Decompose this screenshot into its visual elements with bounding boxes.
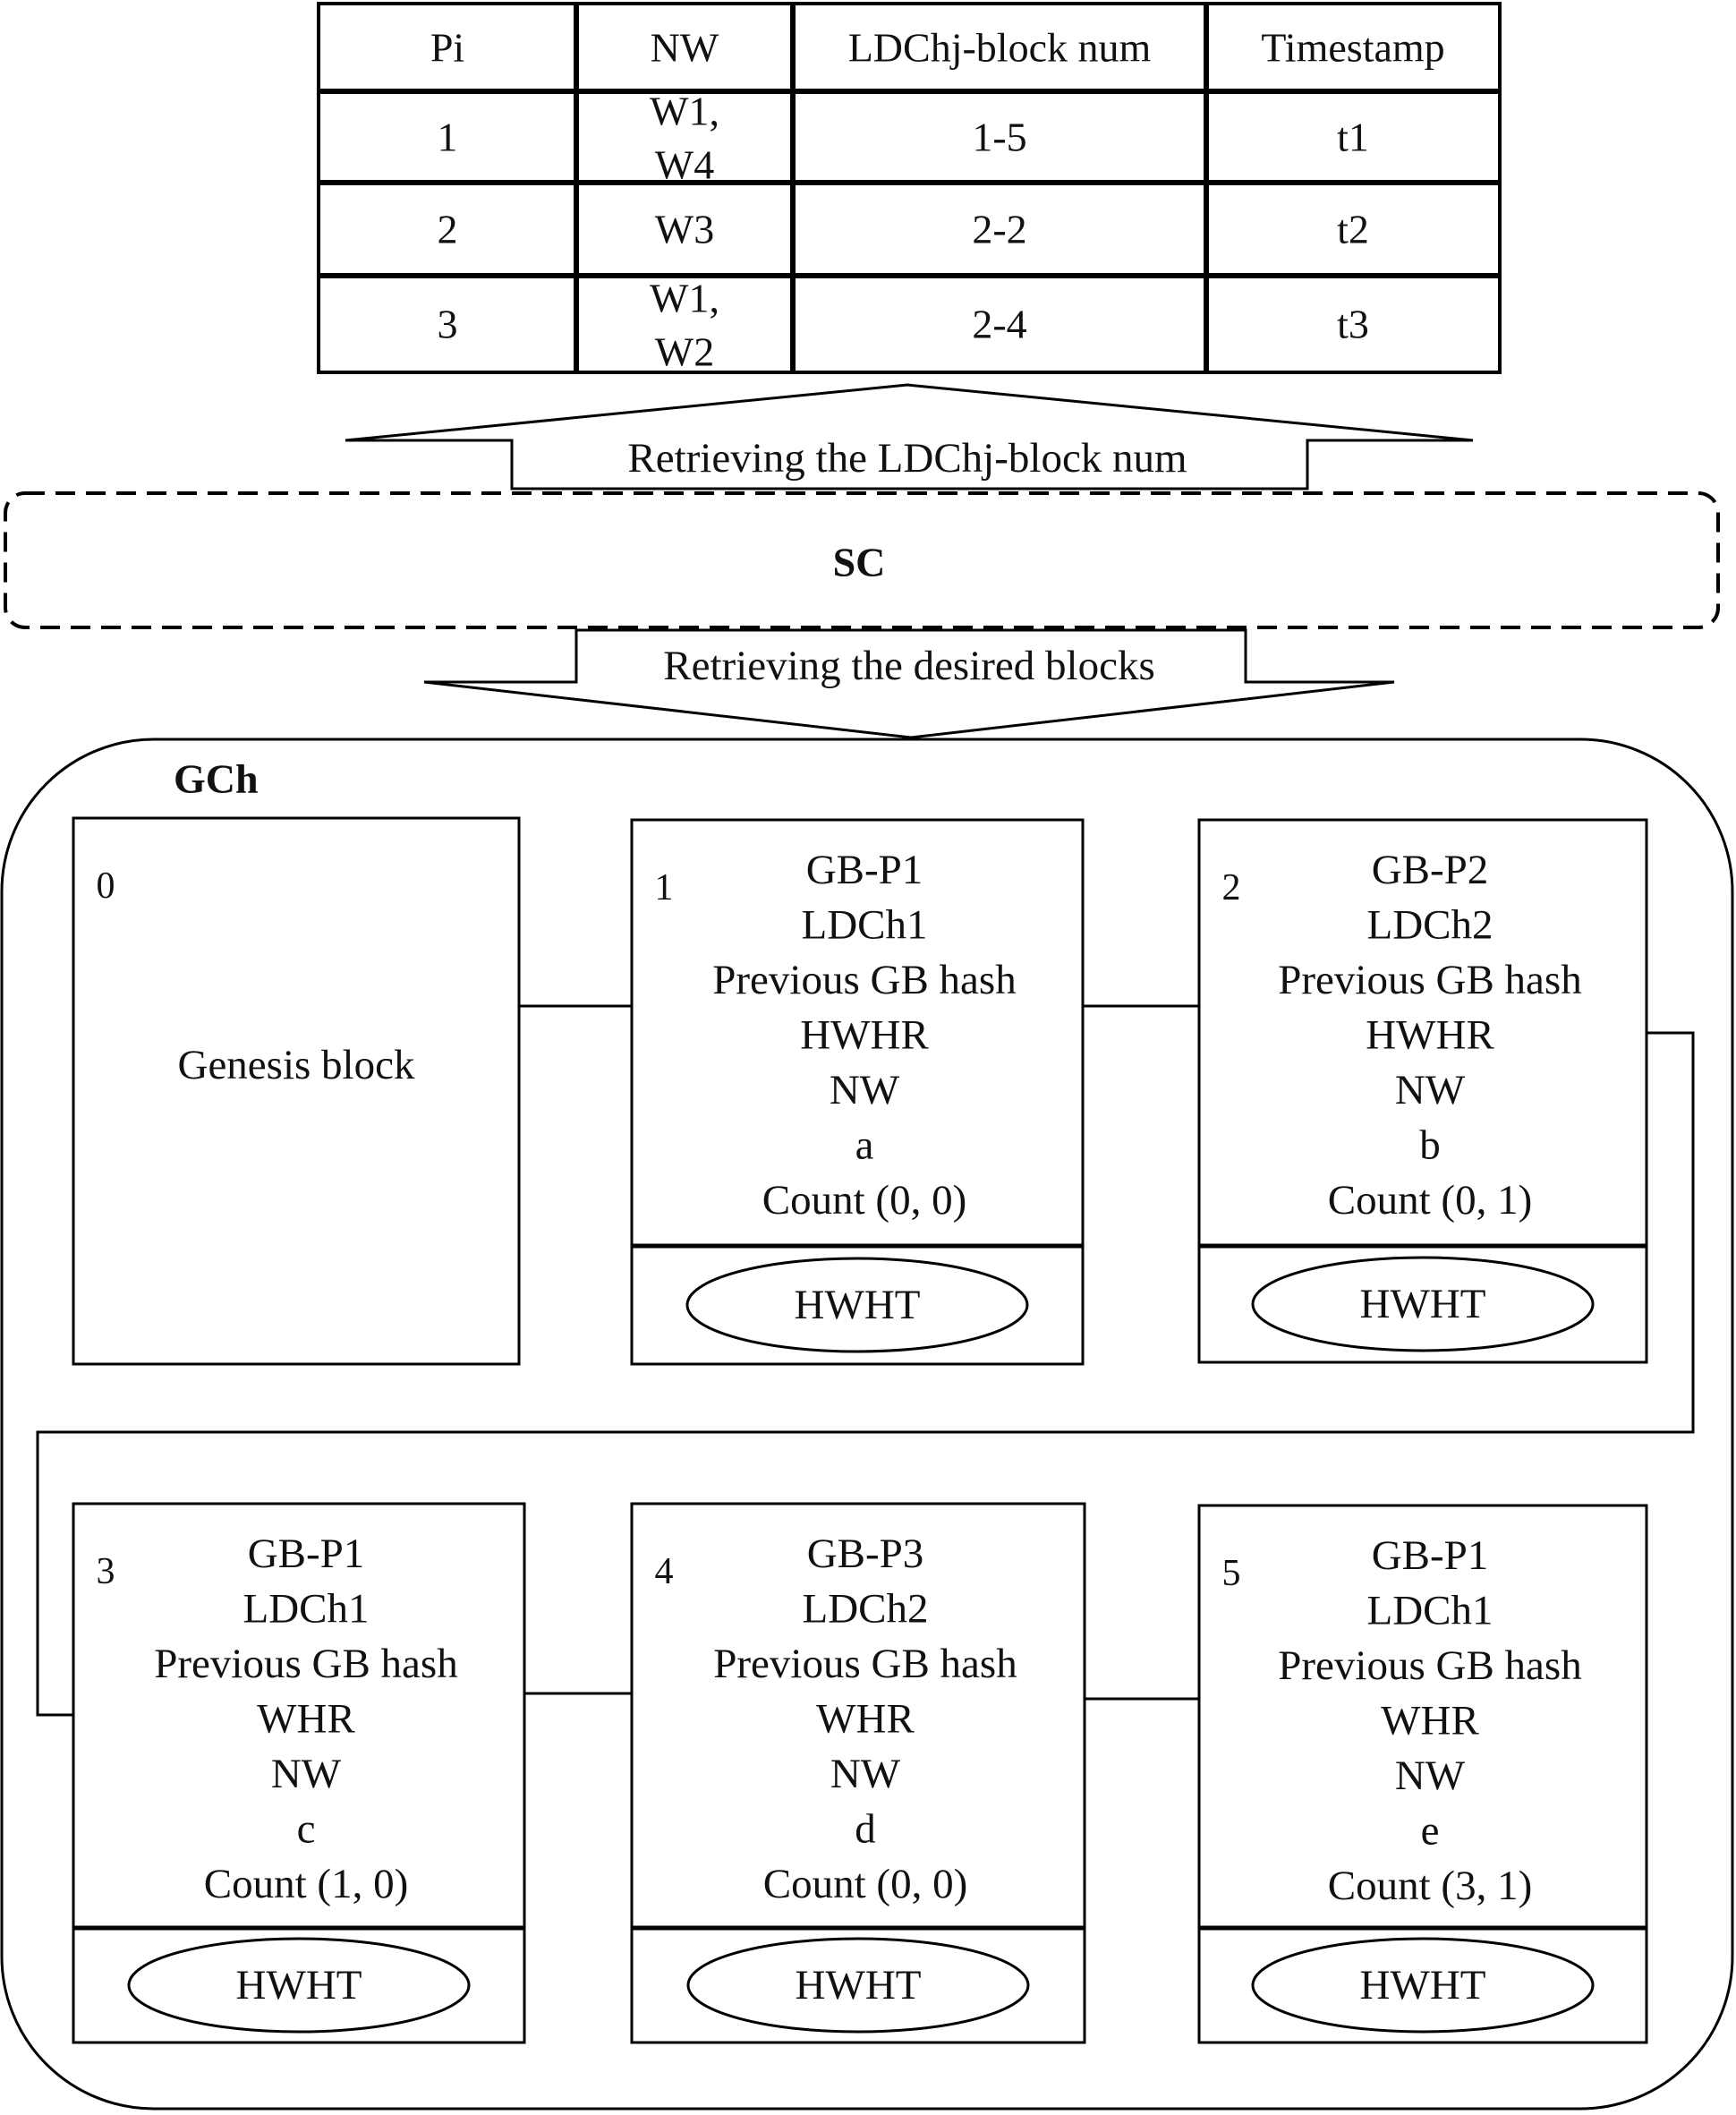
table-cell-timestamp: t3 bbox=[1337, 302, 1369, 347]
block-footer-label: HWHT bbox=[1360, 1281, 1486, 1327]
table-cell-block-num: 2-4 bbox=[972, 302, 1026, 347]
footer-ellipse bbox=[685, 1257, 1029, 1353]
block-number: 4 bbox=[655, 1551, 674, 1592]
block-text-line: b bbox=[1419, 1122, 1441, 1169]
sc-dashed-box bbox=[4, 491, 1720, 629]
arrow-up-label: Retrieving the LDChj-block num bbox=[627, 435, 1187, 482]
block-text-line: WHR bbox=[257, 1696, 355, 1743]
table-header-cell: Timestamp bbox=[1261, 25, 1444, 71]
retrieve-blocks-arrow: Retrieving the desired blocks bbox=[423, 628, 1395, 739]
block-box bbox=[72, 816, 521, 1366]
block-text-line: Previous GB hash bbox=[713, 1641, 1017, 1687]
block-text-line: GB-P2 bbox=[1372, 847, 1489, 893]
block-number: 2 bbox=[1222, 867, 1241, 908]
table-cell-nw: W3 bbox=[655, 207, 714, 252]
table-header-cell: Pi bbox=[430, 25, 464, 71]
table-cell-nw: W1, bbox=[650, 89, 719, 134]
footer-ellipse bbox=[686, 1937, 1030, 2034]
footer-ellipse bbox=[127, 1937, 471, 2034]
block-text-line: a bbox=[855, 1122, 874, 1169]
block-text-line: NW bbox=[830, 1751, 901, 1797]
table-cell-nw: W1, bbox=[650, 276, 719, 321]
block-text-line: e bbox=[1421, 1808, 1440, 1855]
block-text-line: NW bbox=[271, 1751, 342, 1797]
block-text: Genesis block bbox=[178, 1042, 415, 1088]
block-text-line: LDCh1 bbox=[1367, 1588, 1493, 1634]
block-link-line bbox=[36, 1031, 1695, 1717]
block-text-line: NW bbox=[1395, 1067, 1466, 1113]
block-text-line: Count (1, 0) bbox=[204, 1861, 408, 1907]
block-text-line: c bbox=[297, 1806, 316, 1853]
block-text-line: Count (0, 0) bbox=[763, 1861, 967, 1907]
footer-ellipse bbox=[1251, 1256, 1595, 1352]
gch-container: GCh bbox=[0, 738, 1734, 2111]
block-text-line: HWHR bbox=[800, 1012, 929, 1059]
block-footer-label: HWHT bbox=[795, 1282, 921, 1328]
block-text-line: LDCh1 bbox=[243, 1586, 370, 1633]
block-links bbox=[36, 1004, 1695, 1717]
block-number: 0 bbox=[97, 866, 115, 907]
block-footer-label: HWHT bbox=[1360, 1962, 1486, 2008]
block-text-line: WHR bbox=[1381, 1698, 1479, 1744]
block-text-line: HWHR bbox=[1366, 1012, 1494, 1059]
table-cell-timestamp: t1 bbox=[1337, 115, 1369, 160]
block-text-line: WHR bbox=[816, 1696, 915, 1743]
block-text-line: GB-P1 bbox=[1372, 1532, 1489, 1579]
footer-ellipse bbox=[1251, 1937, 1595, 2034]
gch-rounded-box bbox=[0, 738, 1734, 2111]
block-text-line: Previous GB hash bbox=[154, 1641, 457, 1687]
table-cell-pi: 2 bbox=[438, 207, 458, 252]
block-text-line: GB-P3 bbox=[807, 1531, 924, 1577]
arrow-down-label: Retrieving the desired blocks bbox=[663, 643, 1155, 689]
block-text-line: NW bbox=[830, 1067, 900, 1113]
block-number: 3 bbox=[97, 1551, 115, 1592]
table-cell-block-num: 1-5 bbox=[972, 115, 1026, 160]
block-text-line: Previous GB hash bbox=[1278, 1642, 1581, 1689]
table-cell-pi: 3 bbox=[438, 302, 458, 347]
block-text-line: LDCh2 bbox=[1367, 902, 1493, 949]
table-cell-nw: W2 bbox=[655, 329, 714, 375]
block-text-line: Count (0, 0) bbox=[762, 1177, 966, 1224]
sc-box: SC bbox=[4, 491, 1720, 629]
block-footer-label: HWHT bbox=[796, 1962, 922, 2008]
block-text-line: Count (0, 1) bbox=[1328, 1177, 1532, 1224]
block-text-line: GB-P1 bbox=[248, 1531, 365, 1577]
table-cell-pi: 1 bbox=[438, 115, 458, 160]
arrow-down-shape bbox=[423, 628, 1395, 739]
block-footer-label: HWHT bbox=[236, 1962, 362, 2008]
table-cell-nw: W4 bbox=[655, 142, 714, 188]
retrieve-block-num-arrow: Retrieving the LDChj-block num bbox=[345, 383, 1474, 490]
block-number: 1 bbox=[655, 867, 674, 908]
block-text-line: LDCh1 bbox=[802, 902, 928, 949]
block-text-line: Previous GB hash bbox=[712, 957, 1016, 1003]
block-text-line: GB-P1 bbox=[806, 847, 923, 893]
table-cell-block-num: 2-2 bbox=[972, 207, 1026, 252]
table-border bbox=[317, 2, 1502, 374]
table-header-cell: LDChj-block num bbox=[848, 25, 1152, 71]
block-text-line: Count (3, 1) bbox=[1328, 1863, 1532, 1909]
gch-label: GCh bbox=[174, 756, 259, 802]
block-text-line: LDCh2 bbox=[803, 1586, 929, 1633]
block-text-line: d bbox=[855, 1806, 876, 1853]
block-number: 5 bbox=[1222, 1553, 1241, 1594]
table-cell-timestamp: t2 bbox=[1337, 207, 1369, 252]
sc-label: SC bbox=[833, 540, 886, 585]
arrow-up-shape bbox=[345, 383, 1474, 490]
table-header-cell: NW bbox=[651, 25, 719, 71]
block-text-line: NW bbox=[1395, 1753, 1466, 1799]
block-text-line: Previous GB hash bbox=[1278, 957, 1581, 1003]
